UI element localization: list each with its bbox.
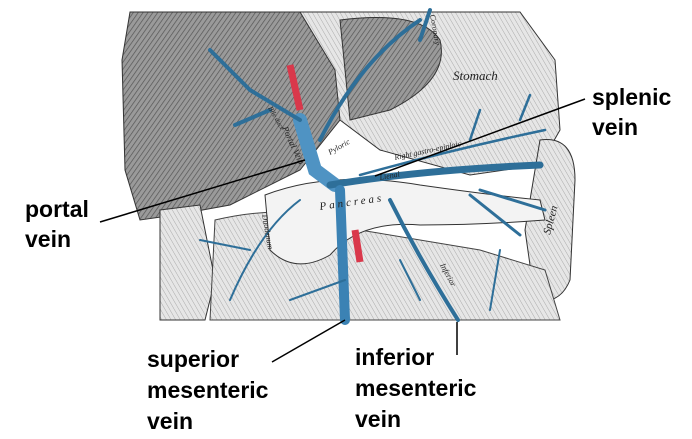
inferior-mesenteric-vein-label: inferior mesenteric vein <box>355 342 476 435</box>
splenic-vein-shape <box>326 161 544 189</box>
label-line: vein <box>355 406 402 432</box>
label-line: mesenteric <box>147 377 269 403</box>
portal-vein-label: portal vein <box>25 194 89 254</box>
label-line: vein <box>147 408 194 434</box>
label-line: splenic <box>592 84 672 110</box>
label-line: vein <box>25 226 72 252</box>
portal-vein-shape <box>293 113 342 192</box>
label-line: vein <box>592 114 639 140</box>
portal-vein-leader <box>99 159 306 223</box>
colon-left <box>159 204 216 321</box>
veins <box>199 8 547 325</box>
superior-mesenteric-vein-shape <box>335 185 350 325</box>
superior-mesenteric-vein-label: superior mesenteric vein <box>147 344 268 437</box>
label-line: portal <box>25 196 89 222</box>
label-line: inferior <box>355 344 435 370</box>
artery <box>286 64 364 263</box>
splenic-vein-leader <box>374 98 586 177</box>
stomach-label: Stomach <box>453 68 498 83</box>
label-line: mesenteric <box>355 375 477 401</box>
label-line: superior <box>147 346 240 372</box>
inferior-mesenteric-vein-shape <box>388 198 460 322</box>
splenic-vein-label: splenic vein <box>592 82 671 142</box>
superior-mesenteric-leader <box>271 319 346 363</box>
pyloric-label: Pyloric <box>326 137 352 157</box>
